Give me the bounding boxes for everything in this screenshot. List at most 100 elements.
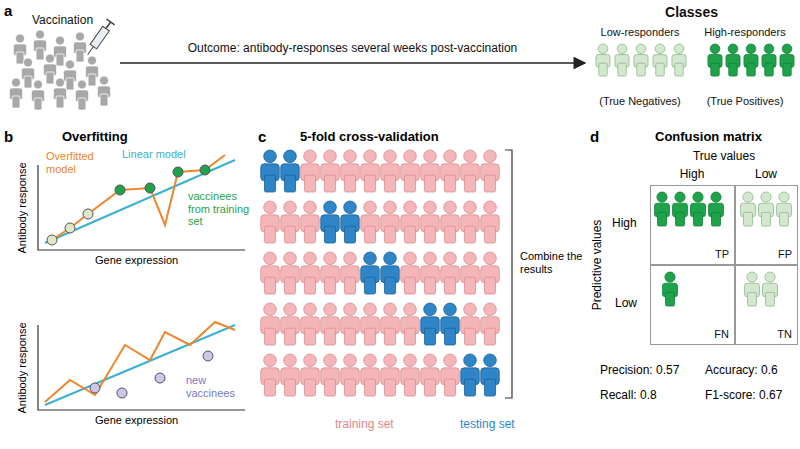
person-part [24, 58, 33, 67]
person-part [444, 277, 455, 294]
person-part [764, 44, 774, 54]
person-part [264, 303, 277, 316]
person-part [444, 150, 457, 163]
person-part [384, 379, 395, 396]
node-text: FN [714, 328, 729, 341]
text-label: True values [693, 150, 755, 164]
person-icon [361, 252, 379, 294]
person-part [24, 76, 32, 88]
person-icon [381, 354, 399, 396]
node-text: Vaccination [32, 14, 93, 28]
person-icon [481, 201, 499, 243]
person-part [344, 303, 357, 316]
person-part [66, 78, 74, 90]
node-box: FN [650, 265, 735, 345]
text-label: training set [335, 418, 394, 432]
person-icon [381, 252, 399, 294]
person-part [712, 212, 721, 226]
person-part [88, 74, 96, 86]
text-label: b [4, 128, 13, 145]
node-text: (True Negatives) [599, 95, 681, 108]
person-part [78, 80, 87, 89]
person-icon [9, 78, 22, 108]
person-part [344, 252, 357, 265]
person-icon [745, 272, 760, 306]
text-label: High [612, 217, 637, 231]
person-part [304, 354, 317, 367]
person-icon [261, 150, 279, 192]
person-part [284, 277, 295, 294]
person-icon [381, 201, 399, 243]
person-icon [461, 150, 479, 192]
person-part [779, 192, 789, 202]
person-part [56, 96, 64, 108]
person-icon [441, 303, 459, 345]
person-part [364, 328, 375, 345]
person-part [284, 201, 297, 214]
person-part [424, 252, 437, 265]
person-icon [673, 192, 688, 226]
person-part [657, 192, 667, 202]
person-icon [481, 303, 499, 345]
person-part [304, 303, 317, 316]
node-text: Classes [665, 4, 718, 20]
person-icon [381, 303, 399, 345]
person-part [364, 379, 375, 396]
person-icon [481, 150, 499, 192]
person-part [384, 328, 395, 345]
person-part [344, 175, 355, 192]
person-icon [421, 303, 439, 345]
person-icon [281, 252, 299, 294]
person-part [16, 34, 25, 43]
person-icon [261, 354, 279, 396]
text-label: Predictive values [591, 220, 605, 311]
person-icon [281, 303, 299, 345]
person-part [344, 226, 355, 243]
node-box: High-responders(True Positives) [695, 26, 795, 108]
combine-bracket [505, 150, 512, 398]
person-part [284, 379, 295, 396]
person-icon [653, 44, 667, 76]
person-part [404, 379, 415, 396]
person-icon [762, 44, 776, 76]
person-part [36, 48, 44, 60]
node-text: TN [777, 328, 792, 341]
person-part [100, 94, 108, 106]
text-label: c [258, 128, 266, 145]
person-part [264, 252, 277, 265]
person-part [484, 328, 495, 345]
person-icon [261, 303, 279, 345]
person-part [404, 150, 417, 163]
person-part [364, 303, 377, 316]
person-part [464, 379, 475, 396]
person-part [665, 272, 675, 282]
person-part [34, 80, 43, 89]
person-icon [441, 354, 459, 396]
person-part [424, 379, 435, 396]
person-part [728, 44, 738, 54]
text-label: new vaccinees [186, 374, 244, 399]
person-icon [341, 201, 359, 243]
node-box: Vaccination [5, 14, 120, 112]
edge-label: Outcome: antibody-responses several week… [188, 42, 518, 56]
person-part [782, 44, 792, 54]
text-label: High [680, 168, 705, 182]
person-part [656, 63, 664, 76]
person-part [780, 212, 789, 226]
person-part [344, 277, 355, 294]
person-icon [777, 192, 792, 226]
text-label: d [590, 128, 599, 145]
person-icon [341, 303, 359, 345]
person-part [464, 277, 475, 294]
person-icon [759, 192, 774, 226]
person-part [711, 63, 719, 76]
person-part [464, 150, 477, 163]
person-icon [361, 303, 379, 345]
node-text: High-responders [704, 26, 785, 39]
person-icon [780, 44, 794, 76]
person-icon [361, 354, 379, 396]
person-part [404, 201, 417, 214]
person-icon [401, 303, 419, 345]
text-label: Combine the results [520, 250, 586, 275]
person-icon [341, 354, 359, 396]
